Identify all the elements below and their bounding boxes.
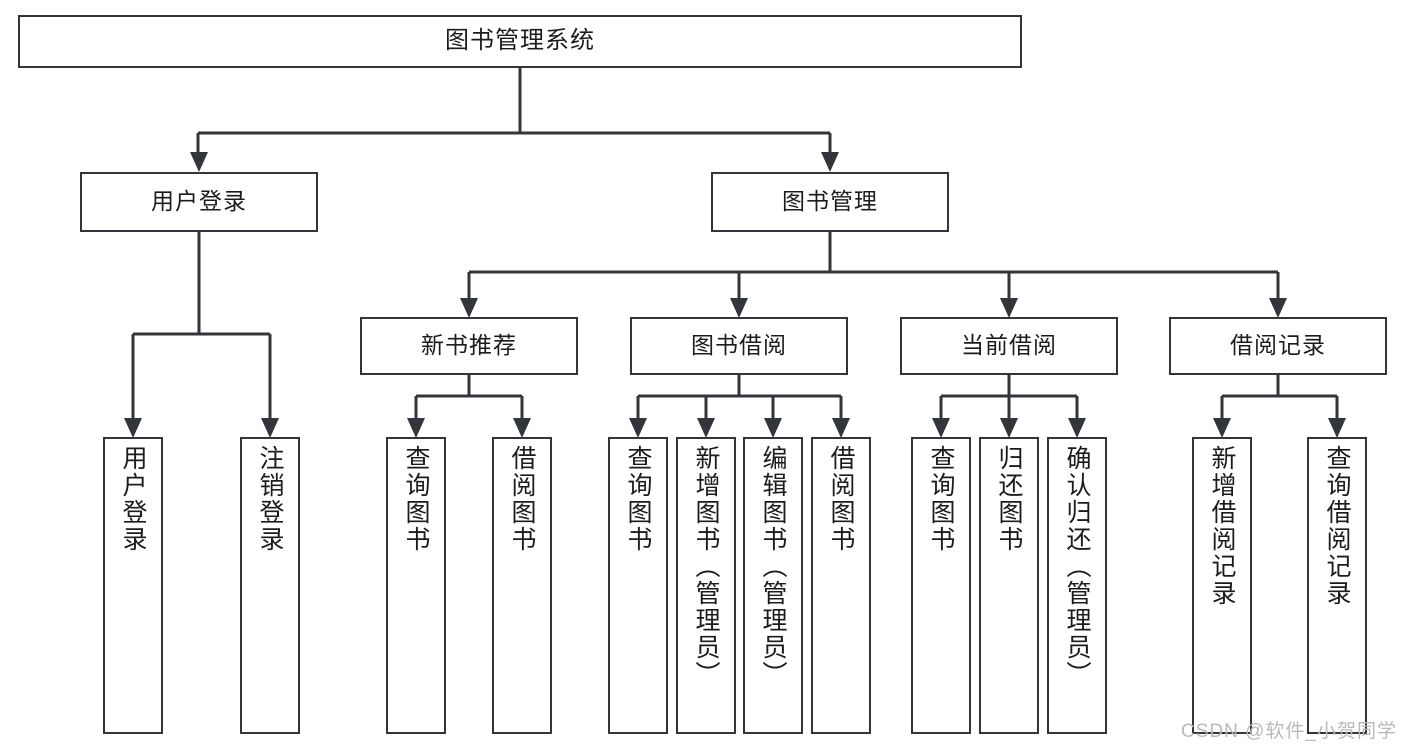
node-leaf-query-borrow-record-label: 查询借阅记录 [1323,445,1351,607]
node-leaf-return-book-label: 归还图书 [995,445,1023,553]
node-leaf-return-book[interactable]: 归还图书 [979,437,1039,734]
node-leaf-confirm-return-label: 确认归还（管理员） [1063,445,1091,688]
node-book-management[interactable]: 图书管理 [711,172,949,232]
node-leaf-query-book-3[interactable]: 查询图书 [911,437,971,734]
node-leaf-edit-book[interactable]: 编辑图书（管理员） [743,437,803,734]
node-leaf-add-book-label: 新增图书（管理员） [692,445,720,688]
node-leaf-add-borrow-record[interactable]: 新增借阅记录 [1192,437,1252,734]
node-book-management-label: 图书管理 [782,188,878,215]
node-borrow-record[interactable]: 借阅记录 [1169,317,1387,375]
node-leaf-user-login[interactable]: 用户登录 [103,437,163,734]
node-leaf-edit-book-label: 编辑图书（管理员） [759,445,787,688]
node-leaf-borrow-book-1[interactable]: 借阅图书 [492,437,552,734]
node-leaf-borrow-book-1-label: 借阅图书 [508,445,536,553]
node-user-login-label: 用户登录 [151,188,247,215]
node-leaf-user-login-label: 用户登录 [119,445,147,553]
node-leaf-borrow-book-2-label: 借阅图书 [827,445,855,553]
node-leaf-logout[interactable]: 注销登录 [240,437,300,734]
node-leaf-query-borrow-record[interactable]: 查询借阅记录 [1307,437,1367,734]
node-leaf-query-book-1[interactable]: 查询图书 [386,437,446,734]
watermark: CSDN @软件_小贺同学 [1181,721,1397,742]
node-leaf-query-book-2[interactable]: 查询图书 [608,437,668,734]
node-leaf-add-book[interactable]: 新增图书（管理员） [676,437,736,734]
node-leaf-logout-label: 注销登录 [256,445,284,553]
node-root-label: 图书管理系统 [445,27,595,55]
node-current-borrow-label: 当前借阅 [961,332,1057,359]
node-root[interactable]: 图书管理系统 [18,15,1022,68]
node-leaf-query-book-2-label: 查询图书 [624,445,652,553]
node-leaf-confirm-return[interactable]: 确认归还（管理员） [1047,437,1107,734]
node-book-borrow[interactable]: 图书借阅 [630,317,848,375]
node-user-login[interactable]: 用户登录 [80,172,318,232]
node-new-book-recommend-label: 新书推荐 [421,332,517,359]
node-leaf-query-book-1-label: 查询图书 [402,445,430,553]
node-borrow-record-label: 借阅记录 [1230,332,1326,359]
node-leaf-borrow-book-2[interactable]: 借阅图书 [811,437,871,734]
node-new-book-recommend[interactable]: 新书推荐 [360,317,578,375]
node-leaf-query-book-3-label: 查询图书 [927,445,955,553]
node-book-borrow-label: 图书借阅 [691,332,787,359]
node-leaf-add-borrow-record-label: 新增借阅记录 [1208,445,1236,607]
node-current-borrow[interactable]: 当前借阅 [900,317,1118,375]
